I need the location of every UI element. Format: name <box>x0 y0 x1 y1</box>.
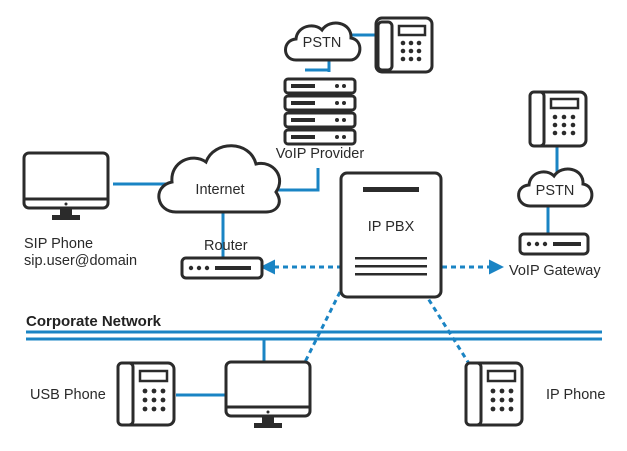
ip-desk-phone-icon <box>464 361 524 427</box>
sip-address-label: sip.user@domain <box>24 253 138 269</box>
internet-label: Internet <box>195 182 245 198</box>
pstn-top-label: PSTN <box>302 35 342 51</box>
pstn-right-label: PSTN <box>535 183 575 199</box>
voip-gateway-icon <box>518 232 590 256</box>
usb-desk-phone-icon <box>116 361 176 427</box>
pstn-cloud-right-icon <box>517 167 594 208</box>
ip-phone-label: IP Phone <box>546 387 606 403</box>
pstn-cloud-top-icon <box>284 21 362 62</box>
pc-monitor-icon <box>224 360 312 428</box>
ip-pbx-icon <box>339 171 443 299</box>
ip-pbx-label: IP PBX <box>367 219 415 235</box>
router-label: Router <box>204 238 248 254</box>
sip-phone-monitor-icon <box>22 151 110 220</box>
link-provider-internet <box>266 168 320 192</box>
voip-provider-label: VoIP Provider <box>275 146 365 162</box>
voip-gateway-label: VoIP Gateway <box>509 263 601 279</box>
arrow-pbx-pc <box>294 291 342 384</box>
sip-phone-label: SIP Phone <box>24 236 94 252</box>
usb-phone-label: USB Phone <box>30 387 106 403</box>
desk-phone-top-icon <box>374 16 434 74</box>
server-stack-icon <box>283 77 357 146</box>
internet-cloud-icon <box>157 144 282 214</box>
router-icon <box>180 256 264 280</box>
desk-phone-right-icon <box>528 90 588 148</box>
corporate-network-label: Corporate Network <box>26 313 162 330</box>
